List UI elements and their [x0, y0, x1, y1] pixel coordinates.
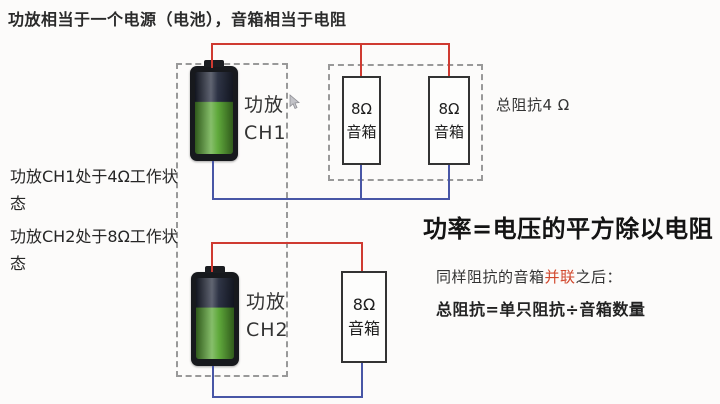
ch2-positive-wire-bus — [211, 242, 363, 244]
amp-ch1-name: 功放 — [244, 94, 285, 116]
battery-core-green — [195, 72, 233, 154]
parallel-note-highlight: 并联 — [544, 268, 576, 286]
ch2-positive-wire-battery-riser — [211, 242, 213, 272]
ch1-negative-wire-bus — [212, 198, 450, 200]
total-impedance-note: 总阻抗4 Ω — [496, 96, 570, 114]
speaker-box-3: 8Ω 音箱 — [341, 271, 387, 363]
ch1-positive-wire-bus — [211, 43, 450, 45]
speaker-3-impedance: 8Ω — [352, 295, 376, 314]
speaker-2-impedance: 8Ω — [438, 99, 460, 118]
speaker-box-2: 8Ω 音箱 — [428, 76, 470, 165]
amp-ch2-channel: CH2 — [246, 319, 289, 341]
ch1-negative-wire-speaker2-riser — [448, 165, 450, 200]
ch2-status-note: 功放CH2处于8Ω工作状态 — [10, 227, 178, 273]
parallel-note-prefix: 同样阻抗的音箱 — [436, 268, 545, 286]
ch2-negative-wire-battery-drop — [212, 366, 214, 398]
battery-illustration-ch2 — [191, 272, 239, 366]
ch1-positive-wire-speaker2-drop — [448, 45, 450, 76]
ch2-negative-wire-speaker-riser — [361, 363, 363, 396]
amp-ch1-label: 功放 CH1 — [244, 91, 287, 147]
battery-illustration-ch1 — [190, 66, 238, 161]
ch2-negative-wire-bus — [212, 396, 363, 398]
ch1-positive-wire-speaker1-drop — [360, 45, 362, 76]
parallel-speaker-group-outline — [328, 64, 483, 181]
parallel-note-suffix: 之后： — [575, 268, 623, 286]
amp-ch2-name: 功放 — [246, 291, 287, 313]
battery-core-green — [196, 278, 234, 359]
slide-title: 功放相当于一个电源（电池），音箱相当于电阻 — [8, 10, 347, 29]
impedance-formula-text: 总阻抗=单只阻抗÷音箱数量 — [436, 300, 646, 319]
speaker-box-1: 8Ω 音箱 — [342, 76, 381, 165]
power-formula-text: 功率=电压的平方除以电阻 — [423, 215, 714, 243]
mouse-pointer-icon — [289, 94, 300, 110]
ch1-positive-wire-battery-riser — [211, 43, 213, 68]
amplifier-group-outline — [176, 63, 288, 377]
ch1-negative-wire-battery-drop — [212, 161, 214, 200]
amp-ch1-channel: CH1 — [244, 122, 287, 144]
ch2-positive-wire-speaker-drop — [361, 244, 363, 271]
speaker-3-label: 音箱 — [347, 319, 380, 338]
speaker-1-impedance: 8Ω — [350, 99, 372, 118]
ch1-negative-wire-speaker1-riser — [360, 165, 362, 200]
amp-ch2-label: 功放 CH2 — [246, 288, 289, 344]
speaker-2-label: 音箱 — [433, 122, 464, 141]
ch1-status-note: 功放CH1处于4Ω工作状态 — [10, 167, 178, 213]
speaker-1-label: 音箱 — [346, 122, 377, 141]
parallel-connection-note: 同样阻抗的音箱并联之后： — [436, 266, 622, 287]
